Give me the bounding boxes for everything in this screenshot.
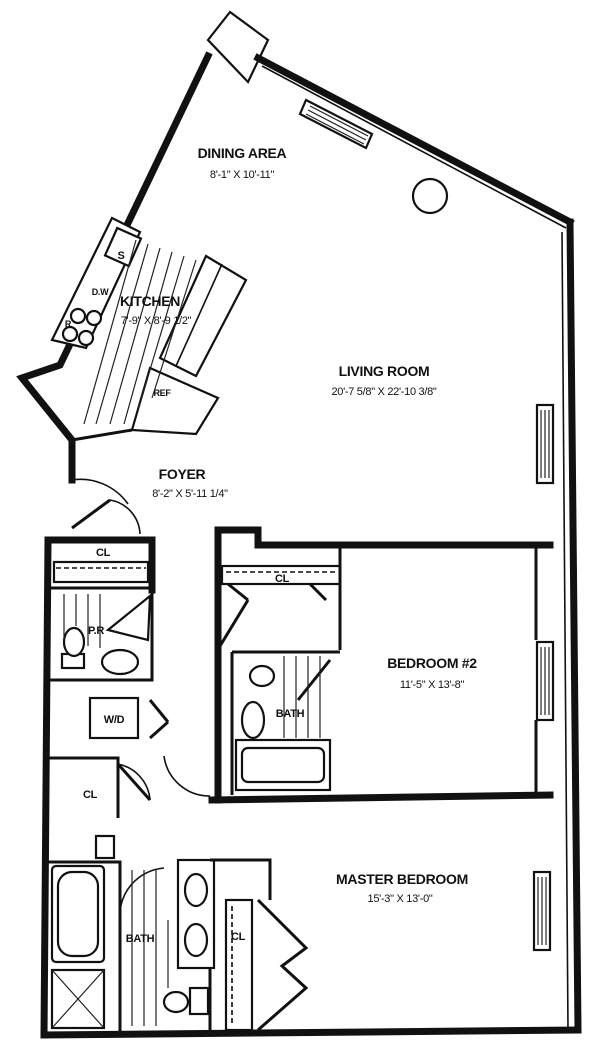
powder-room-hatch (63, 594, 101, 648)
closet-label: CL (96, 547, 111, 559)
sink-label: S (117, 250, 124, 262)
master-sink (183, 922, 209, 958)
bedroom2-walls (208, 526, 554, 804)
range-burner (69, 307, 87, 325)
range-burner (85, 309, 103, 327)
washer-dryer (88, 696, 140, 740)
washer-dryer-label: W/D (104, 714, 125, 726)
bedroom2-name: BEDROOM #2 (387, 655, 477, 671)
closet-label: CL (231, 931, 246, 943)
living-room-name: LIVING ROOM (339, 363, 430, 379)
living-room-dims: 20'-7 5/8" X 22'-10 3/8" (331, 386, 436, 398)
refrigerator-label: REF (153, 388, 171, 398)
window-wall-upper-inner (261, 65, 567, 229)
dishwasher-label: D.W (92, 287, 109, 297)
closet-label: CL (83, 789, 98, 801)
closet-shelf (52, 560, 150, 584)
foyer-dims: 8'-2" X 5'-11 1/4" (152, 488, 228, 500)
structural-column (206, 10, 270, 84)
closet-label: CL (275, 573, 290, 585)
kitchen-dims: 7'-9" X 8'-9 1/2" (121, 315, 192, 327)
master-bath (48, 858, 309, 1035)
range-burner (77, 329, 95, 347)
entry-door (71, 478, 141, 535)
powder-room-toilet (62, 626, 86, 658)
range-label: R (65, 319, 72, 329)
left-wall-lower (40, 536, 52, 1039)
window-wall-upper (253, 53, 575, 227)
master-toilet (162, 990, 190, 1014)
powder-room-counter (105, 593, 152, 642)
range-burner (61, 325, 79, 343)
master-sink (183, 872, 209, 908)
bedroom2-toilet (248, 664, 276, 688)
left-utility-rooms (44, 536, 211, 860)
kitchen-name: KITCHEN (120, 293, 180, 309)
exterior-walls (16, 10, 582, 1039)
powder-room-sink (100, 648, 140, 676)
window-units-right (532, 403, 555, 952)
dining-area-name: DINING AREA (198, 145, 287, 161)
powder-room-label: P.R (88, 625, 104, 637)
refrigerator (130, 366, 220, 436)
bedroom2-sink (240, 700, 266, 740)
window-unit-top (298, 98, 374, 150)
bottom-wall (40, 1026, 582, 1039)
foyer-name: FOYER (159, 466, 206, 482)
bath-label: BATH (276, 708, 305, 720)
master-bedroom-name: MASTER BEDROOM (336, 871, 468, 887)
column-circle (411, 177, 449, 215)
window-wall-right-inner (561, 231, 569, 1031)
dining-area-dims: 8'-1" X 10'-11" (210, 169, 275, 181)
bedroom2-dims: 11'-5" X 13'-8" (400, 679, 465, 691)
master-closet (224, 898, 254, 1032)
window-wall-right (566, 218, 582, 1034)
kitchen-floor-hatch (83, 239, 197, 425)
kitchen-area (50, 216, 248, 442)
bedroom2-bath-hatch (283, 656, 321, 738)
sink (103, 226, 143, 268)
master-bath-hatch (131, 870, 169, 1026)
bath-label: BATH (126, 933, 155, 945)
master-bedroom-dims: 15'-3" X 13'-0" (368, 893, 433, 905)
